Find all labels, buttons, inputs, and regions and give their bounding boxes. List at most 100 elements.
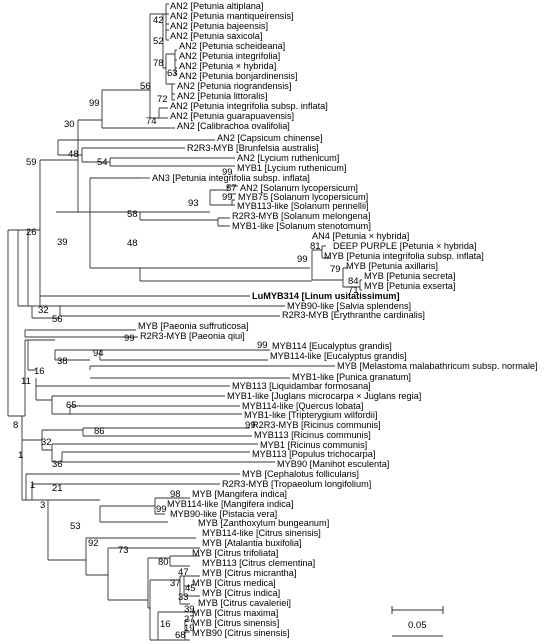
leaf-label: MYB113-like [Solanum pennellii] <box>237 201 369 211</box>
bootstrap-value: 65 <box>66 400 77 411</box>
bootstrap-value: 56 <box>140 81 151 92</box>
bootstrap-value: 32 <box>38 305 49 316</box>
bootstrap-value: 99 <box>89 98 100 109</box>
leaf-label: MYB90 [Manihot esculenta] <box>277 459 389 469</box>
bootstrap-value: 47 <box>178 567 189 578</box>
leaf-label: AN2 [Petunia scheideana] <box>179 41 285 51</box>
leaf-label: AN2 [Petunia integrifolia subsp. inflata… <box>170 101 328 111</box>
leaf-label: AN2 [Calibrachoa ovalifolia] <box>177 121 290 131</box>
bootstrap-value: 84 <box>348 276 359 287</box>
leaf-label: AN2 [Lycium ruthenicum] <box>237 153 339 163</box>
leaf-label: MYB1 [Ricinus communis] <box>260 440 367 450</box>
leaf-label: MYB114-like [Quercus lobata] <box>242 401 363 411</box>
bootstrap-value: 27 <box>184 614 195 625</box>
leaf-label: MYB [Citrus cavaleriei] <box>198 598 291 608</box>
leaf-label: AN2 [Petunia × hybrida] <box>179 61 276 71</box>
bootstrap-value: 73 <box>118 545 129 556</box>
leaf-label: MYB [Citrus maxima] <box>192 608 278 618</box>
leaf-label: DEEP PURPLE [Petunia × hybrida] <box>333 241 477 251</box>
bootstrap-value: 38 <box>57 356 68 367</box>
leaf-label: MYB114-like [Mangifera indica] <box>167 499 293 509</box>
leaf-label: R2R3-MYB [Brunfelsia australis] <box>187 143 319 153</box>
leaf-label: MYB [Citrus indica] <box>202 588 280 598</box>
scale-bar: 0.05 <box>391 606 444 631</box>
leaf-label: MYB [Petunia axillaris] <box>346 261 438 271</box>
bootstrap-value: 71 <box>348 285 359 296</box>
leaf-label: R2R3-MYB [Erythranthe cardinalis] <box>282 310 425 320</box>
leaf-label: MYB114 [Eucalyptus grandis] <box>272 341 392 351</box>
bootstrap-value: 59 <box>26 157 37 168</box>
bootstrap-value: 1 <box>18 450 23 461</box>
leaf-label: R2R3-MYB [Ricinus communis] <box>252 420 381 430</box>
leaf-label: MYB [Citrus trifoliata] <box>192 548 278 558</box>
tree-branches <box>7 3 443 641</box>
leaf-label: MYB1-like [Solanum stenotomum] <box>232 221 371 231</box>
leaf-label: R2R3-MYB [Solanum melongena] <box>232 211 370 221</box>
leaf-label: AN3 [Petunia integrifolia subsp. inflata… <box>152 173 310 183</box>
bootstrap-value: 79 <box>330 264 341 275</box>
bootstrap-value: 99 <box>257 340 268 351</box>
bootstrap-value: 99 <box>222 192 233 203</box>
bootstrap-value: 81 <box>310 241 321 252</box>
leaf-label: AN2 [Petunia bonjardinensis] <box>179 71 298 81</box>
bootstrap-value: 58 <box>127 209 138 220</box>
leaf-label: LuMYB314 [Linum usitatissimum] <box>252 291 400 301</box>
leaf-label: AN2 [Petunia littoralis] <box>177 91 267 101</box>
leaf-label: MYB [Petunia exserta] <box>364 281 455 291</box>
leaf-label: AN2 [Petunia saxicola] <box>170 31 262 41</box>
bootstrap-value: 48 <box>68 149 79 160</box>
leaf-label: AN2 [Petunia riograndensis] <box>177 81 291 91</box>
leaf-label: MYB113 [Ricinus communis] <box>254 430 371 440</box>
bootstrap-value: 16 <box>34 366 45 377</box>
bootstrap-value: 26 <box>26 227 37 238</box>
leaf-label: MYB113 [Citrus clementina] <box>202 558 315 568</box>
bootstrap-value: 52 <box>153 36 164 47</box>
leaf-label: MYB [Petunia secreta] <box>364 271 455 281</box>
leaf-label: AN2 [Petunia altiplana] <box>170 1 263 11</box>
leaf-label: R2R3-MYB [Tropaeolum longifolium] <box>222 479 371 489</box>
leaf-label: MYB [Atalantia buxifolia] <box>202 538 302 548</box>
leaf-label: AN2 [Capsicum chinense] <box>217 133 323 143</box>
bootstrap-value: 48 <box>127 238 138 249</box>
bootstrap-value: 78 <box>153 58 164 69</box>
leaf-label: MYB113 [Liquidambar formosana] <box>232 381 371 391</box>
bootstrap-value: 39 <box>57 237 68 248</box>
bootstrap-value: 99 <box>156 504 167 515</box>
bootstrap-value: 92 <box>88 538 99 549</box>
bootstrap-value: 21 <box>52 483 63 494</box>
bootstrap-value: 74 <box>146 116 157 127</box>
leaf-label: AN2 [Petunia guarapuavensis] <box>170 111 294 121</box>
leaf-label: MYB [Melastoma malabathricum subsp. norm… <box>337 361 538 371</box>
bootstrap-value: 42 <box>153 15 164 26</box>
scale-bar-label: 0.05 <box>408 620 427 631</box>
leaf-label: MYB [Citrus medica] <box>192 578 276 588</box>
bootstrap-value: 99 <box>222 167 233 178</box>
bootstrap-value: 99 <box>297 254 308 265</box>
leaf-label: MYB114-like [Citrus sinensis] <box>202 528 321 538</box>
leaf-label: MYB1-like [Punica granatum] <box>292 372 411 382</box>
bootstrap-value: 37 <box>170 578 181 589</box>
leaf-label: MYB114-like [Eucalyptus grandis] <box>270 351 407 361</box>
bootstrap-value: 16 <box>160 619 171 630</box>
bootstrap-value: 19 <box>184 623 195 634</box>
bootstrap-value: 30 <box>64 119 75 130</box>
leaf-label: MYB [Citrus micrantha] <box>202 568 296 578</box>
bootstrap-value: 86 <box>94 426 105 437</box>
leaf-label: AN2 [Petunia bajeensis] <box>170 21 268 31</box>
leaf-label: MYB [Petunia integrifolia subsp. inflata… <box>324 251 484 261</box>
bootstrap-value: 72 <box>157 94 168 105</box>
leaf-label: R2R3-MYB [Paeonia qiui] <box>140 331 245 341</box>
bootstrap-value: 1 <box>30 480 35 491</box>
leaf-label: MYB75 [Solanum lycopersicum] <box>238 192 368 202</box>
leaf-label: MYB [Mangifera indica] <box>192 489 287 499</box>
leaf-label: MYB [Zanthoxylum bungeanum] <box>198 518 329 528</box>
bootstrap-value: 53 <box>70 521 81 532</box>
bootstrap-value: 93 <box>188 198 199 209</box>
leaf-label: AN2 [Petunia integrifolia] <box>179 51 280 61</box>
leaf-label: MYB [Paeonia suffruticosa] <box>138 321 249 331</box>
leaf-label: MYB90 [Citrus sinensis] <box>192 628 290 638</box>
leaf-label: MYB [Cephalotus follicularis] <box>242 469 359 479</box>
leaf-label: MYB113 [Populus trichocarpa] <box>252 449 375 459</box>
